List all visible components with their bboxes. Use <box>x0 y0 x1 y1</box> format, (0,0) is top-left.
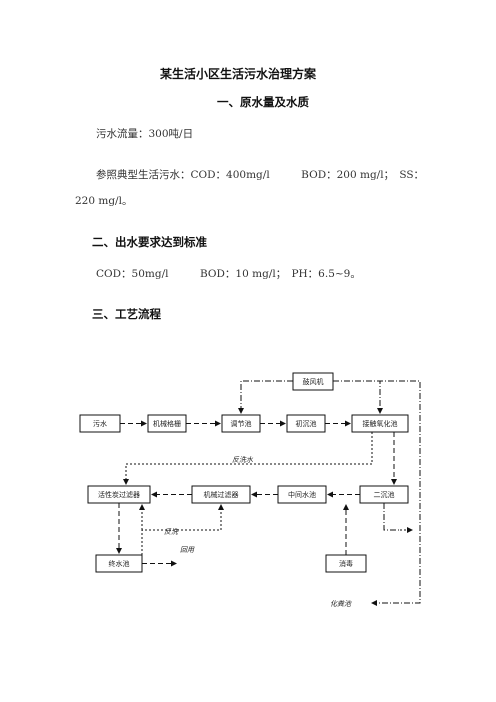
label-sewage: 污水 <box>93 419 107 428</box>
water-quality-line-1: 参照典型生活污水：COD：400mg/l BOD：200 mg/l； SS： <box>96 169 425 181</box>
label-backwash: 反洗 <box>164 528 179 536</box>
effluent-standard-text: COD：50mg/l BOD：10 mg/l； PH：6.5~9。 <box>96 268 361 280</box>
label-contact-oxidation: 接触氧化池 <box>363 419 398 428</box>
label-intermediate: 中间水池 <box>288 490 316 499</box>
label-blower: 鼓风机 <box>303 377 324 386</box>
backwash-water-line <box>123 432 373 485</box>
page-title: 某生活小区生活污水治理方案 <box>160 67 317 81</box>
label-screen: 机械格栅 <box>153 419 181 428</box>
air-to-septic <box>333 380 421 606</box>
label-septic: 化粪池 <box>330 600 352 608</box>
label-carbon-filter: 活性炭过滤器 <box>98 490 140 499</box>
label-primary: 初沉池 <box>296 419 317 428</box>
flow-rate-text: 污水流量：300吨/日 <box>96 128 194 140</box>
backwash-line <box>141 504 224 563</box>
label-secondary: 二沉池 <box>374 490 395 499</box>
label-backwash-water: 反洗水 <box>232 456 254 464</box>
box-contact-oxidation <box>351 414 409 433</box>
label-equalization: 调节池 <box>231 419 252 428</box>
section-1-heading: 一、原水量及水质 <box>217 95 309 109</box>
label-reuse: 回用 <box>180 546 195 554</box>
label-final-tank: 终水池 <box>109 559 130 568</box>
section-2-heading: 二、出水要求达到标准 <box>92 235 207 249</box>
label-mech-filter: 机械过滤器 <box>204 490 239 499</box>
label-disinfection: 消毒 <box>339 559 353 568</box>
sludge-secondary-septic <box>383 503 400 531</box>
air-to-oxidation <box>333 380 383 414</box>
water-quality-line-2: 220 mg/l。 <box>75 195 133 207</box>
air-to-equalization <box>238 380 293 414</box>
section-3-heading: 三、工艺流程 <box>92 307 161 321</box>
